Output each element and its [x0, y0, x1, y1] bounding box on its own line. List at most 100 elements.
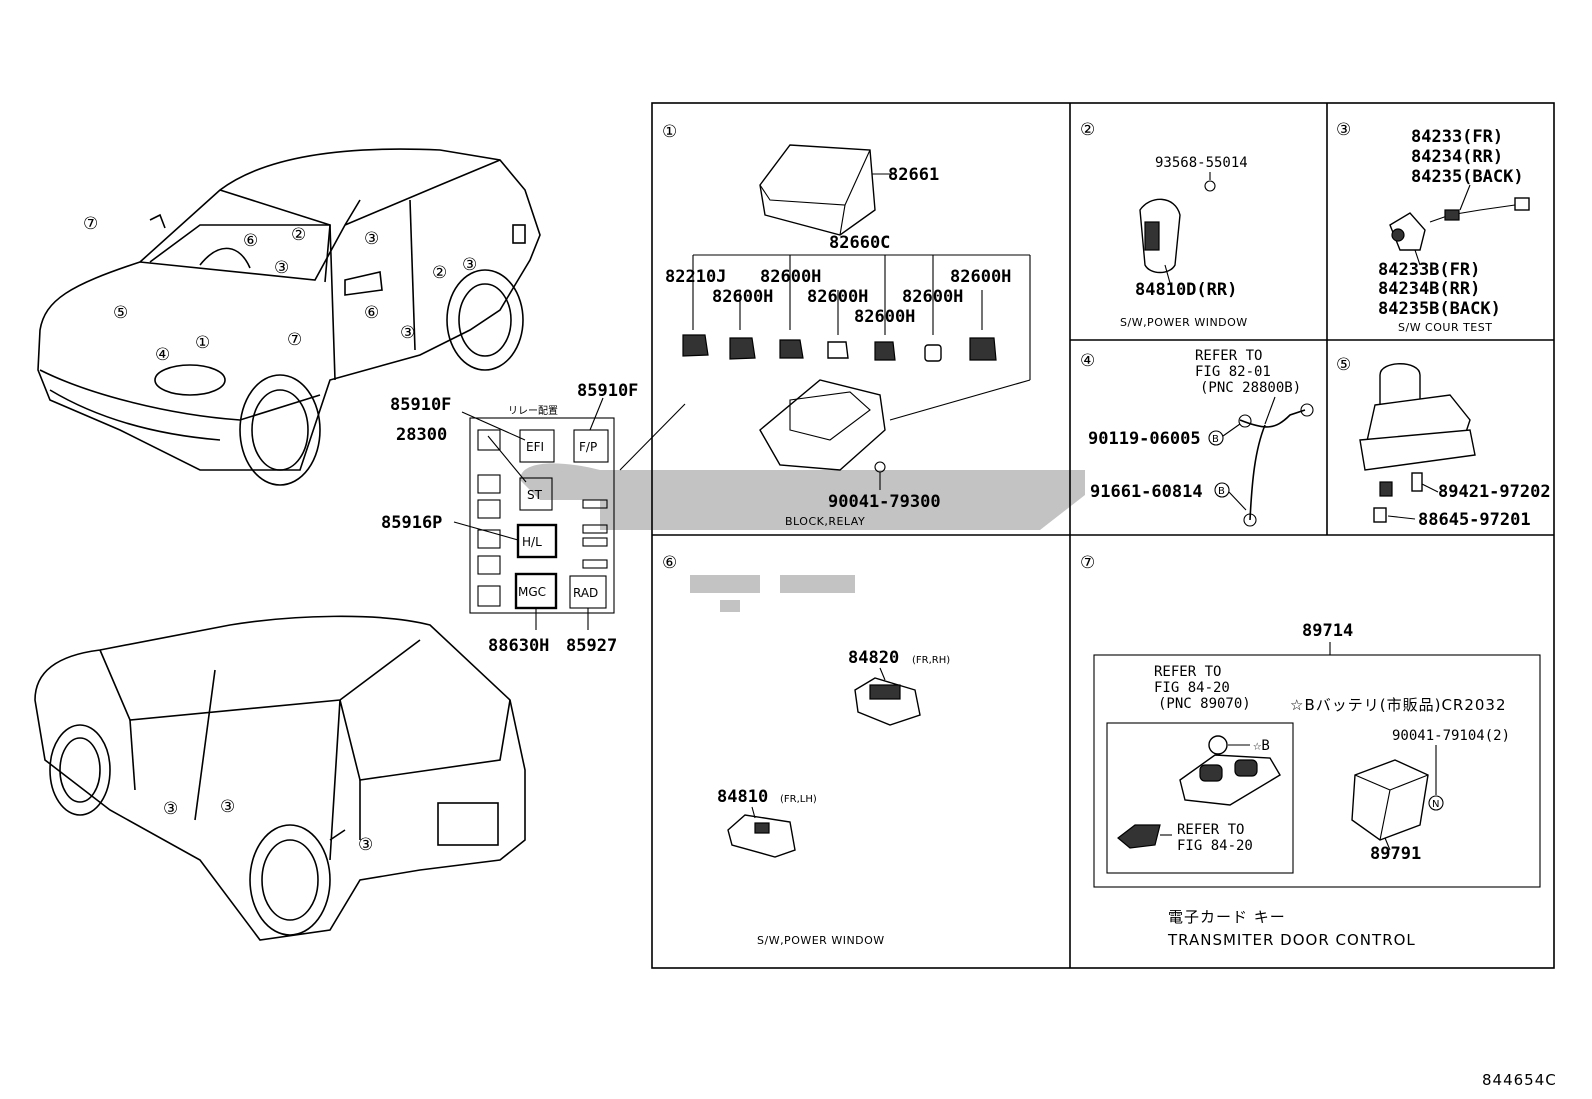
part-82210j: 82210J: [665, 267, 726, 287]
car-front-drawing: [37, 148, 541, 486]
part-84810-note: (FR,LH): [780, 794, 817, 805]
battery-cr2032: [1208, 735, 1228, 755]
panel-2-caption: S/W,POWER WINDOW: [1120, 316, 1248, 329]
watermark-logo: [520, 463, 1085, 612]
relay-layout-box: リレー配置 EFI F/P ST H/L MGC RAD 85910F 8591…: [381, 381, 686, 656]
part-84820-note: (FR,RH): [912, 655, 950, 666]
part-89714: 89714: [1302, 621, 1353, 641]
part-84235b-back: 84235B(BACK): [1378, 299, 1501, 319]
panel-2-number: ②: [1080, 120, 1095, 140]
panel-7-fig-1: FIG 84-20: [1154, 680, 1230, 696]
panel-4-pnc: (PNC 28800B): [1200, 380, 1301, 396]
part-88645-97201: 88645-97201: [1418, 510, 1531, 530]
panel-4-wiring: ④ REFER TO FIG 82-01 (PNC 28800B) 90119-…: [1080, 348, 1314, 527]
battery-note: ☆Bバッテリ(市販品)CR2032: [1290, 696, 1507, 714]
panel-4-refer: REFER TO: [1195, 348, 1262, 364]
relay-block: [759, 379, 886, 471]
part-82600h-b: 82600H: [950, 267, 1011, 287]
panel-6-front-window-switches: ⑥ 84820 (FR,RH) 84810 (FR,LH) S/W,POWER …: [662, 553, 950, 947]
part-93568-55014: 93568-55014: [1155, 155, 1248, 171]
panel-2-rear-window-switch: ② 93568-55014 84810D(RR) S/W,POWER WINDO…: [1080, 120, 1248, 329]
drawing-id: 844654C: [1482, 1071, 1557, 1089]
callout-3: ③: [220, 797, 235, 817]
callout-1: ①: [195, 333, 210, 353]
relay-efi: EFI: [526, 440, 544, 454]
panel-3-number: ③: [1336, 120, 1351, 140]
callout-6: ⑥: [364, 303, 379, 323]
part-84233b-fr: 84233B(FR): [1378, 260, 1480, 280]
callout-3: ③: [163, 799, 178, 819]
panel-7-number: ⑦: [1080, 553, 1095, 573]
callout-7: ⑦: [287, 330, 302, 350]
panel-7-refer-2: REFER TO: [1177, 822, 1244, 838]
part-28300: 28300: [396, 425, 447, 445]
part-84820: 84820: [848, 648, 899, 668]
relay-mgc: MGC: [518, 585, 546, 599]
callout-3: ③: [364, 229, 379, 249]
part-90041-79104: 90041-79104(2): [1392, 728, 1510, 744]
callout-3: ③: [400, 323, 415, 343]
rear-window-switch: [1139, 198, 1181, 274]
callout-3: ③: [358, 835, 373, 855]
nut-mark: N: [1432, 799, 1439, 810]
part-85927: 85927: [566, 636, 617, 656]
panel-7-transmitter: ⑦ 89714 REFER TO FIG 84-20 (PNC 89070) ☆…: [1080, 553, 1541, 949]
callout-2: ②: [432, 263, 447, 283]
car-callouts: ⑦ ⑥ ② ③ ③ ② ③ ⑤ ⑥ ⑦ ③ ④ ① ③ ③ ③: [83, 214, 477, 855]
car-rear-drawing: [34, 615, 526, 941]
panel-frame: [651, 102, 1555, 969]
part-84234-rr: 84234(RR): [1411, 147, 1503, 167]
relay-block-cover: [759, 144, 876, 236]
brake-reservoir: [1379, 363, 1421, 406]
part-85910f-right: 85910F: [577, 381, 638, 401]
part-82660c: 82660C: [829, 233, 890, 253]
switch-84810: [727, 814, 796, 858]
part-84234b-rr: 84234B(RR): [1378, 279, 1480, 299]
part-84810d-rr: 84810D(RR): [1135, 280, 1237, 300]
part-85910f-left: 85910F: [390, 395, 451, 415]
relay-rad: RAD: [573, 586, 598, 600]
part-88630h: 88630H: [488, 636, 549, 656]
panel-1-relay-block: ① 82661 82660C 82210J 82600H 82600H 8260…: [662, 122, 1031, 528]
ground-wire: [1239, 409, 1306, 521]
panel-7-pnc: (PNC 89070): [1158, 696, 1251, 712]
part-90041-79300: 90041-79300: [828, 492, 941, 512]
callout-7: ⑦: [83, 214, 98, 234]
part-84233-fr: 84233(FR): [1411, 127, 1503, 147]
smart-key-fob: [1179, 754, 1281, 806]
panel-6-caption: S/W,POWER WINDOW: [757, 934, 885, 947]
panel-7-refer-1: REFER TO: [1154, 664, 1221, 680]
callout-4: ④: [155, 345, 170, 365]
panel-7-fig-2: FIG 84-20: [1177, 838, 1253, 854]
part-82661: 82661: [888, 165, 939, 185]
panel-3-courtesy-switch: ③ 84233(FR) 84234(RR) 84235(BACK) 84233B…: [1336, 120, 1530, 334]
panel-5-number: ⑤: [1336, 355, 1351, 375]
part-84235-back: 84235(BACK): [1411, 167, 1524, 187]
part-89791: 89791: [1370, 844, 1421, 864]
part-91661-60814: 91661-60814: [1090, 482, 1203, 502]
callout-2: ②: [291, 225, 306, 245]
panel-6-number: ⑥: [662, 553, 677, 573]
part-85916p: 85916P: [381, 513, 442, 533]
relay-layout-label: リレー配置: [508, 405, 558, 417]
part-84810: 84810: [717, 787, 768, 807]
door-control-receiver: [1351, 759, 1429, 841]
panel-7-jp-caption: 電子カード キー: [1168, 908, 1286, 926]
relay-parts: [682, 334, 997, 362]
panel-1-caption: BLOCK,RELAY: [785, 515, 865, 528]
mechanical-key: [1117, 824, 1161, 849]
relay-st: ST: [527, 488, 543, 502]
callout-3: ③: [274, 258, 289, 278]
mark-b2: B: [1218, 486, 1225, 497]
panel-4-number: ④: [1080, 351, 1095, 371]
battery-mark: ☆B: [1253, 738, 1270, 754]
panel-7-caption: TRANSMITER DOOR CONTROL: [1167, 931, 1416, 949]
panel-1-number: ①: [662, 122, 677, 142]
callout-6: ⑥: [243, 231, 258, 251]
relay-hl: H/L: [522, 535, 542, 549]
relay-fp: F/P: [579, 440, 597, 454]
part-82600h-a: 82600H: [760, 267, 821, 287]
part-89421-97202: 89421-97202: [1438, 482, 1551, 502]
panel-4-fig: FIG 82-01: [1195, 364, 1271, 380]
